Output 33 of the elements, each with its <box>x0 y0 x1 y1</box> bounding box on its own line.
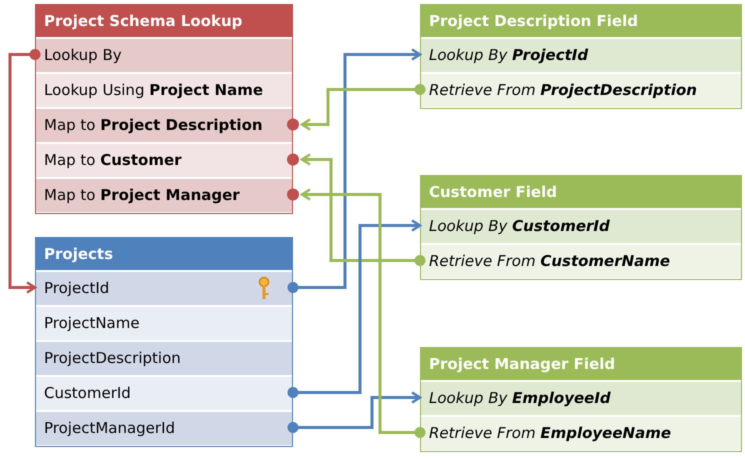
field-row: Lookup By CustomerId <box>421 210 741 243</box>
table-panel <box>420 175 742 280</box>
table-header: Project Description Field <box>421 5 741 37</box>
field-row: Retrieve From EmployeeName <box>421 417 741 450</box>
table-panel <box>420 4 742 109</box>
field-row: Map to Project Description <box>36 109 292 142</box>
field-row: Lookup Using Project Name <box>36 74 292 107</box>
field-row: ProjectManagerId <box>36 412 292 445</box>
table-header: Project Manager Field <box>421 348 741 380</box>
table-panel <box>35 237 293 447</box>
connector-arrow <box>300 84 426 131</box>
field-row: Lookup By ProjectId <box>421 39 741 72</box>
field-row: CustomerId <box>36 377 292 410</box>
field-row: Retrieve From ProjectDescription <box>421 74 741 107</box>
field-row: Retrieve From CustomerName <box>421 245 741 278</box>
connector-arrow <box>288 391 422 433</box>
connector-arrow <box>288 48 422 293</box>
table-header: Project Schema Lookup <box>36 5 292 37</box>
field-row: ProjectId <box>36 272 292 305</box>
field-row: Map to Project Manager <box>36 179 292 212</box>
table-panel <box>420 347 742 452</box>
connector-arrow <box>300 188 426 438</box>
field-row: Lookup By <box>36 39 292 72</box>
connector-arrow <box>288 219 422 398</box>
table-header: Customer Field <box>421 176 741 208</box>
table-panel <box>35 4 293 214</box>
field-row: ProjectName <box>36 307 292 340</box>
field-row: Map to Customer <box>36 144 292 177</box>
field-row: ProjectDescription <box>36 342 292 375</box>
field-row: Lookup By EmployeeId <box>421 382 741 415</box>
table-header: Projects <box>36 238 292 270</box>
connector-arrow <box>300 153 426 266</box>
connector-arrow <box>8 49 40 294</box>
